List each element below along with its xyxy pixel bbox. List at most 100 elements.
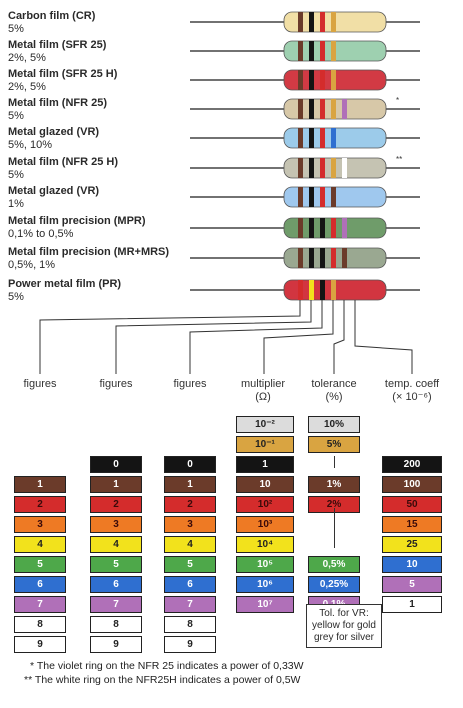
resistor-type: Power metal film (PR) [8,278,122,290]
color-band [331,248,336,268]
code-cell-red: 2 [90,496,142,513]
code-cell-green: 5 [14,556,66,573]
color-band [309,248,314,268]
color-band [309,218,314,238]
leader-line [354,300,413,374]
code-cell-white: 8 [14,616,66,633]
code-cell-blue: 6 [90,576,142,593]
color-band [309,41,314,61]
color-band [320,12,325,32]
code-cell-white: 9 [90,636,142,653]
color-band [320,158,325,178]
code-cell-violet: 10⁷ [236,596,294,613]
footnote-marker: * [396,96,399,105]
code-cell-blue: 10⁶ [236,576,294,593]
leader-line [263,300,334,374]
resistor-tolerance: 0,5%, 1% [8,259,56,271]
color-band [309,99,314,119]
resistor-tolerance: 0,1% to 0,5% [8,228,74,240]
code-cell-brown: 1 [90,476,142,493]
color-band [342,248,347,268]
resistor-tolerance: 5%, 10% [8,139,53,151]
resistor-label: Metal film (SFR 25 H)2%, 5% [8,68,188,94]
resistor-type: Metal film (SFR 25 H) [8,68,118,80]
code-cell-silver: 10% [308,416,360,433]
code-cell-orange: 10³ [236,516,294,533]
resistor-label: Metal film precision (MPR)0,1% to 0,5% [8,215,188,241]
code-cell-brown: 1 [14,476,66,493]
code-cell-brown: 10 [236,476,294,493]
color-band [331,128,336,148]
color-band [309,12,314,32]
color-band [309,187,314,207]
color-band [331,99,336,119]
footnote-marker: ** [396,155,402,164]
code-cell-gold: 5% [308,436,360,453]
color-band [320,128,325,148]
code-cell-brown: 1 [164,476,216,493]
code-cell-yellow: 4 [14,536,66,553]
resistor-type: Carbon film (CR) [8,10,96,22]
color-band [331,12,336,32]
color-band [298,128,303,148]
resistor-label: Carbon film (CR)5% [8,10,188,36]
color-band [342,99,347,119]
resistor-tolerance: 5% [8,169,24,181]
code-cell-black: 1 [236,456,294,473]
code-cell-violet: 7 [14,596,66,613]
code-cell-violet: 7 [164,596,216,613]
resistor-type: Metal film precision (MPR) [8,215,146,227]
resistor-tolerance: 5% [8,110,24,122]
connector-line [334,456,335,468]
resistor-tolerance: 2%, 5% [8,81,46,93]
connector-line [334,508,335,548]
code-cell-red: 10² [236,496,294,513]
code-cell-white: 8 [164,616,216,633]
code-cell-white: 9 [14,636,66,653]
resistor-label: Metal film (NFR 25 H)5% [8,156,188,182]
code-cell-yellow: 4 [164,536,216,553]
resistor-label: Metal film (SFR 25)2%, 5% [8,39,188,65]
code-cell-brown: 1% [308,476,360,493]
column-header-tolerance: tolerance(%) [311,378,357,403]
resistor-tolerance: 2%, 5% [8,52,46,64]
resistor-type: Metal film (NFR 25) [8,97,108,109]
column-header-figures-3: figures [173,378,207,390]
resistor-type: Metal glazed (VR) [8,126,100,138]
footnote-nfr25h: ** The white ring on the NFR25H indicate… [24,674,301,686]
resistor-label: Metal film precision (MR+MRS)0,5%, 1% [8,246,188,272]
code-cell-brown: 100 [382,476,442,493]
color-band [342,158,347,178]
color-band [298,248,303,268]
resistor-type: Metal film (NFR 25 H) [8,156,119,168]
column-header-multiplier: multiplier(Ω) [240,378,285,403]
color-band [320,99,325,119]
code-cell-red: 2 [14,496,66,513]
code-cell-orange: 3 [90,516,142,533]
code-cell-black: 200 [382,456,442,473]
color-band [331,187,336,207]
code-cell-green: 0,5% [308,556,360,573]
code-cell-violet: 5 [382,576,442,593]
leader-line [115,300,312,374]
color-band [331,280,336,300]
resistor-type: Metal film precision (MR+MRS) [8,246,170,258]
color-band [298,218,303,238]
code-cell-red: 2 [164,496,216,513]
color-band [309,280,314,300]
leader-line [189,300,323,374]
color-band [298,187,303,207]
footnote-nfr25: * The violet ring on the NFR 25 indicate… [30,660,304,672]
color-band [342,218,347,238]
code-cell-green: 10⁵ [236,556,294,573]
code-cell-green: 5 [90,556,142,573]
code-cell-blue: 6 [14,576,66,593]
color-band [320,218,325,238]
color-band [298,41,303,61]
color-band [331,41,336,61]
code-cell-green: 5 [164,556,216,573]
code-cell-blue: 6 [164,576,216,593]
column-header-figures-1: figures [23,378,57,390]
resistor-label: Power metal film (PR)5% [8,278,188,304]
